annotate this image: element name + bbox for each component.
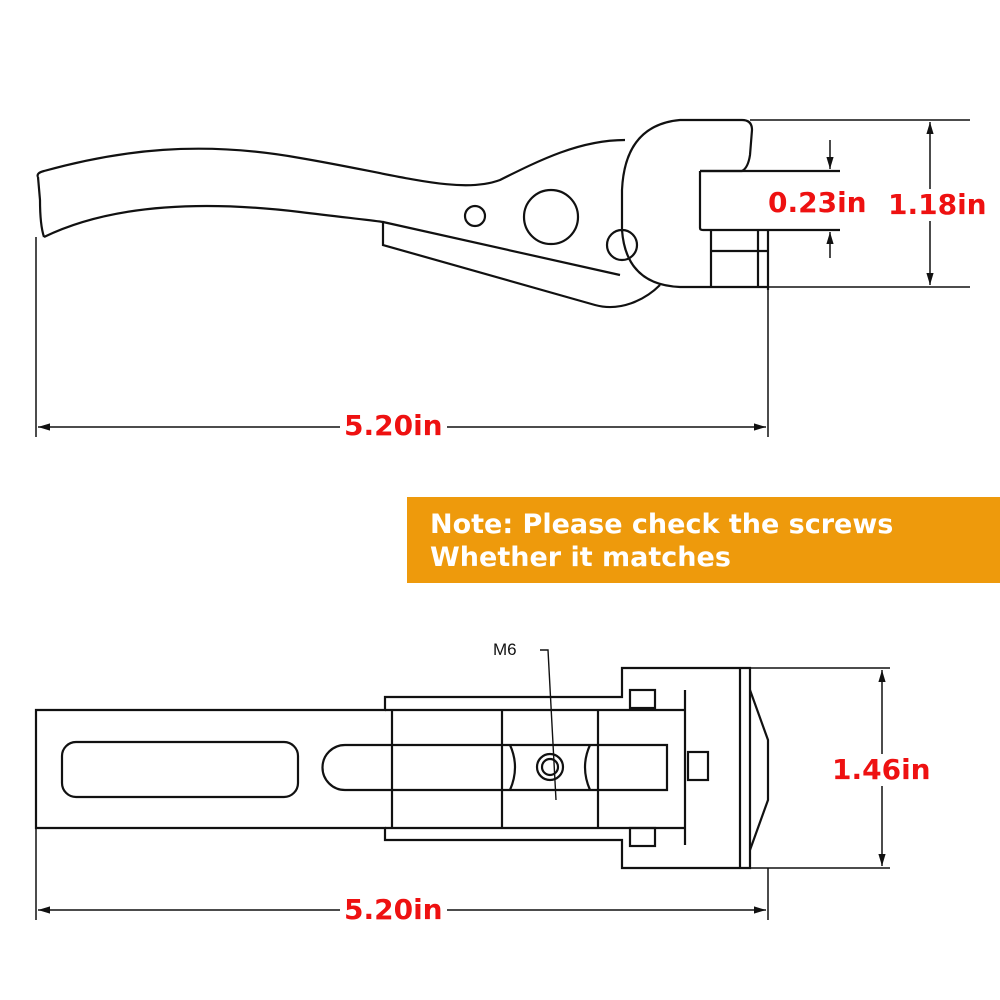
lever-side-view — [35, 118, 970, 437]
note-line-1: Note: Please check the screws — [430, 509, 894, 540]
slot-height-label: 0.23in — [764, 187, 871, 219]
bottom-height-label: 1.46in — [828, 754, 935, 786]
note-line-2: Whether it matches — [430, 542, 731, 573]
note-banner: Note: Please check the screws Whether it… — [407, 497, 1000, 583]
screw-label: M6 — [493, 640, 517, 659]
top-length-label: 5.20in — [340, 410, 447, 442]
head-height-label: 1.18in — [884, 189, 991, 221]
lever-top-view — [34, 649, 890, 920]
bottom-length-label: 5.20in — [340, 894, 447, 926]
